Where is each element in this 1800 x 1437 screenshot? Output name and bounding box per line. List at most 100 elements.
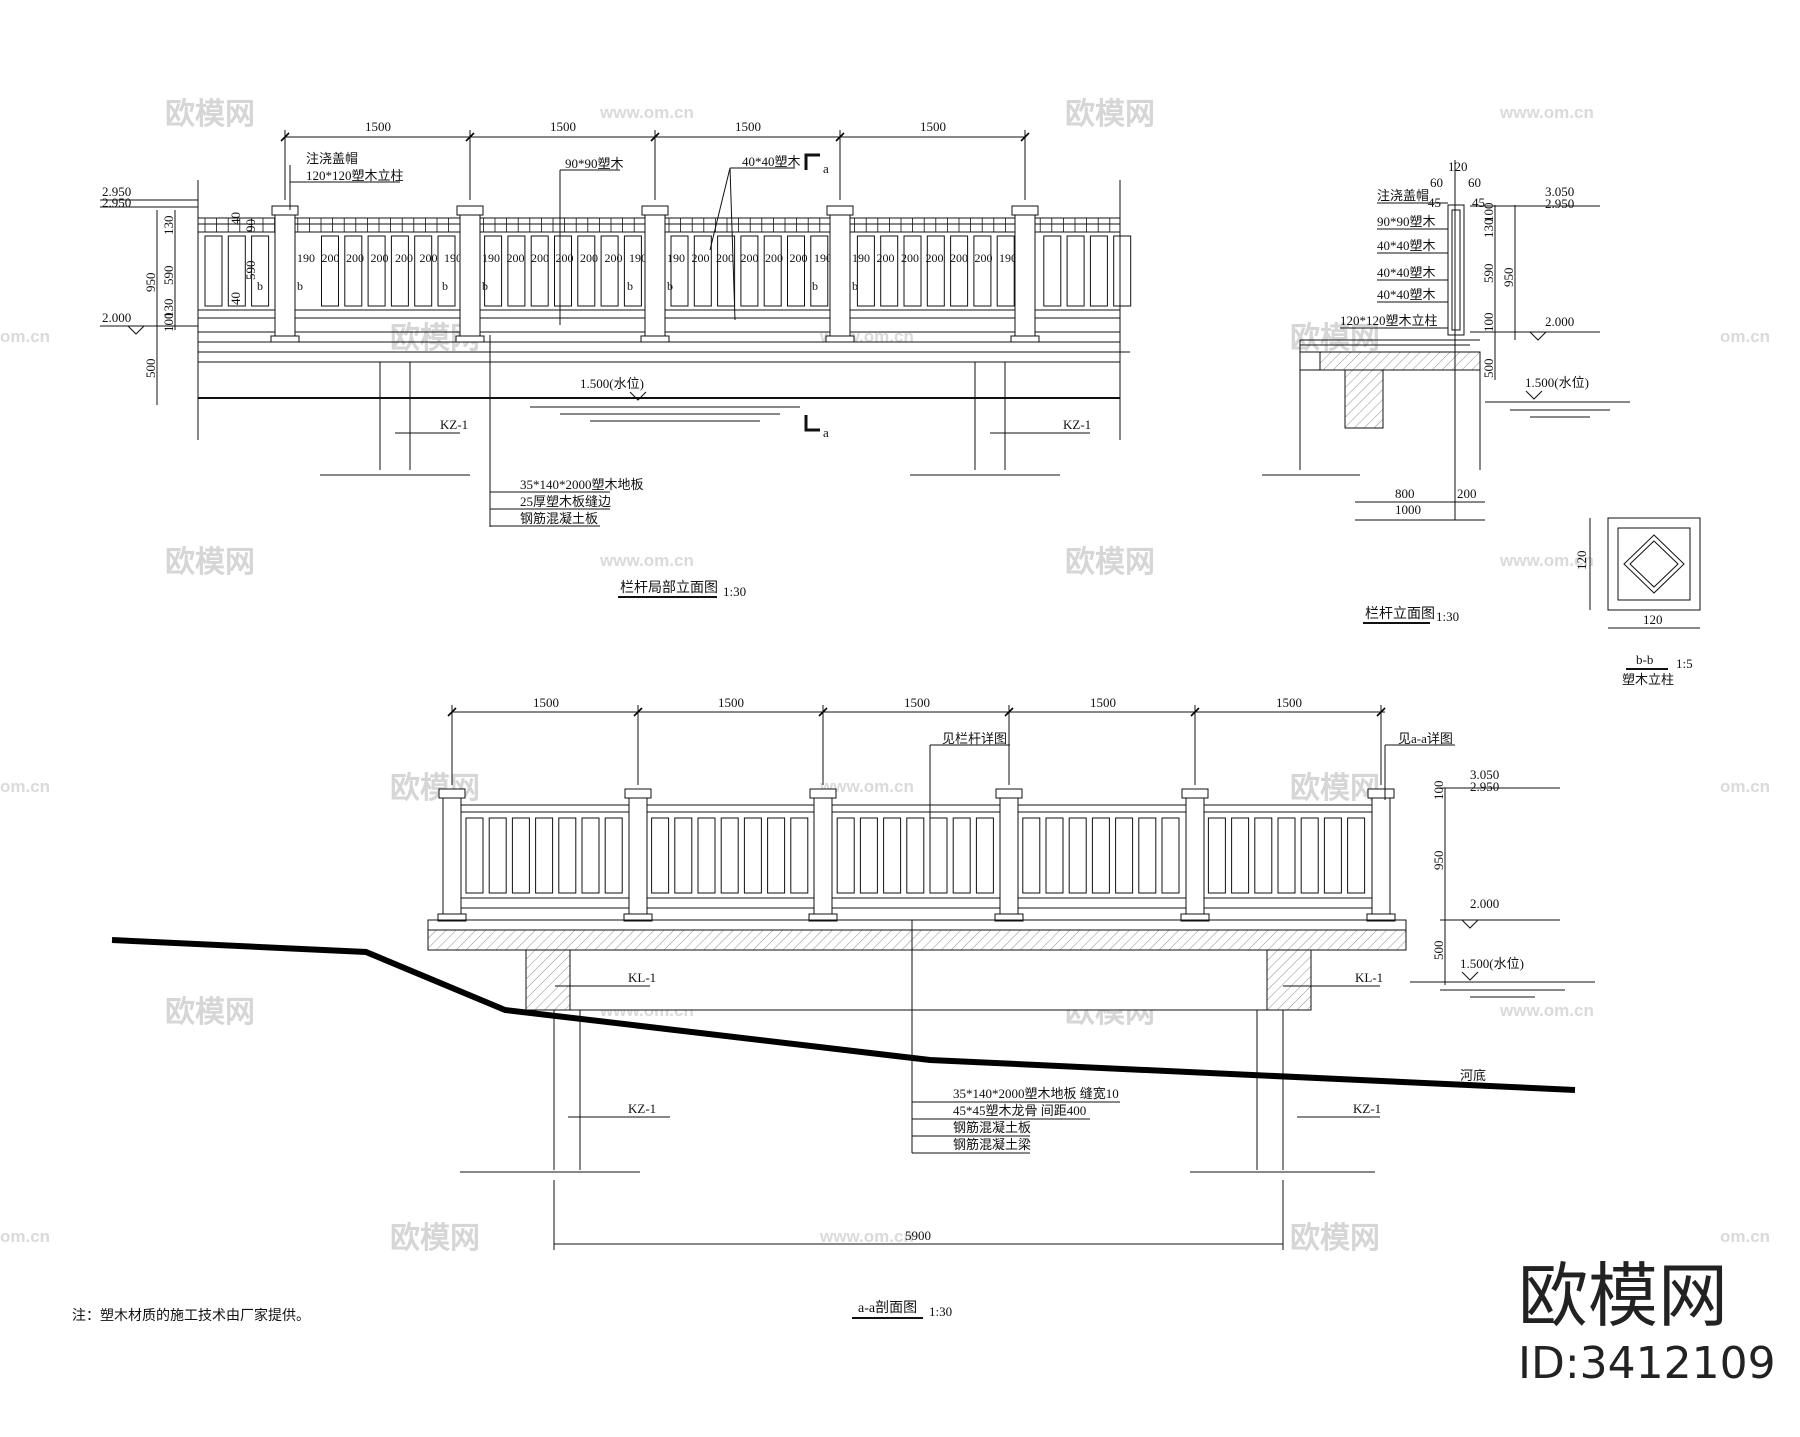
cut-mark: b	[627, 279, 633, 293]
post-base	[455, 335, 485, 343]
picket	[906, 817, 925, 894]
post-cap	[1181, 788, 1209, 799]
view-railing-elevation: 800 200 1000 1.500(水位) 3.050 2.950 2.000…	[1262, 159, 1630, 624]
post-cap	[624, 788, 652, 799]
dim-text: 45	[1472, 195, 1485, 210]
level-label: 2.950	[1545, 196, 1574, 211]
bay-dim: 200	[716, 251, 734, 265]
view-title: a-a剖面图	[858, 1300, 917, 1316]
picket	[929, 817, 948, 894]
bay-dim: 190	[297, 251, 315, 265]
picket	[880, 235, 899, 307]
dim-text: 1500	[735, 119, 761, 134]
bay-dim: 190	[444, 251, 462, 265]
dim-text: 130	[161, 216, 176, 236]
beam-label: KL-1	[1355, 970, 1383, 985]
picket	[623, 235, 642, 307]
watermark-brand: 欧模网	[1065, 546, 1155, 579]
dim-text: 1500	[533, 695, 559, 710]
picket	[717, 235, 736, 307]
post-base	[825, 335, 855, 343]
water-level-label: 1.500(水位)	[1525, 375, 1589, 390]
cut-mark: b	[257, 279, 263, 293]
picket	[743, 817, 762, 894]
layer-label: 35*140*2000塑木地板 缝宽10	[953, 1086, 1119, 1101]
watermark-brand: 欧模网	[165, 98, 255, 131]
dim-text: 1500	[904, 695, 930, 710]
dim-text: 1000	[1395, 502, 1421, 517]
dim-tick	[650, 132, 660, 142]
picket	[670, 235, 689, 307]
column-label: KZ-1	[1063, 417, 1091, 432]
picket	[1323, 817, 1342, 894]
picket	[1277, 817, 1296, 894]
dim-text: 1500	[550, 119, 576, 134]
dim-text: 500	[1431, 941, 1446, 961]
dim-text: 500	[1481, 359, 1496, 379]
watermark-url: www.om.cn	[1499, 1001, 1594, 1020]
picket	[787, 235, 805, 307]
layer-label: 45*45塑木龙骨 间距400	[953, 1103, 1086, 1118]
watermark-url: www.om.cn	[819, 777, 914, 796]
post	[1185, 796, 1205, 918]
picket	[465, 817, 484, 894]
picket	[507, 235, 526, 307]
picket	[856, 235, 875, 307]
level-label: 2.000	[1545, 314, 1574, 329]
label-post: 120*120塑木立柱	[306, 168, 404, 183]
picket	[720, 817, 739, 894]
post	[274, 213, 296, 339]
watermark-brand: 欧模网	[1065, 98, 1155, 131]
section-subtitle: 塑木立柱	[1622, 672, 1674, 687]
section-mark: a	[823, 161, 829, 176]
picket	[1091, 817, 1110, 894]
dim-text: 1500	[920, 119, 946, 134]
bay-dim: 200	[975, 251, 993, 265]
watermark-url: www.om.cn	[1499, 103, 1594, 122]
post-base	[808, 913, 838, 922]
column-label: KZ-1	[628, 1101, 656, 1116]
label: 40*40塑木	[1377, 238, 1436, 253]
post-base	[1180, 913, 1210, 922]
watermark-url: www.om.cn	[599, 103, 694, 122]
cut-mark: b	[297, 279, 303, 293]
watermark-url: om.cn	[1720, 1227, 1770, 1246]
post-cap	[1367, 788, 1395, 799]
label-rail: 90*90塑木	[565, 156, 624, 171]
post	[999, 796, 1019, 918]
dim-tick	[1190, 707, 1200, 717]
post-cap	[456, 205, 484, 216]
picket	[227, 235, 246, 307]
water-level-label: 1.500(水位)	[580, 376, 644, 391]
picket	[763, 235, 782, 307]
dim-text: 40	[228, 212, 243, 225]
picket	[810, 235, 829, 307]
column-label: KZ-1	[440, 417, 468, 432]
picket	[204, 235, 223, 307]
watermark-url: www.om.cn	[819, 1227, 914, 1246]
bay-dim: 190	[629, 251, 647, 265]
watermark-brand: 欧模网	[165, 546, 255, 579]
beam-label: KL-1	[628, 970, 656, 985]
picket	[1068, 817, 1087, 894]
picket	[367, 235, 386, 307]
watermark-url: www.om.cn	[1499, 551, 1594, 570]
dim-text: 130	[161, 299, 176, 319]
picket	[975, 817, 994, 894]
picket	[1300, 817, 1319, 894]
post-base	[994, 913, 1024, 922]
bay-dim: 200	[507, 251, 525, 265]
bay-dim: 200	[926, 251, 944, 265]
bay-dim: 200	[531, 251, 549, 265]
dim-tick	[1376, 707, 1386, 717]
dim-tick	[1004, 707, 1014, 717]
bay-dim: 200	[692, 251, 710, 265]
level-label: 3.050	[1470, 767, 1499, 782]
dim-text: 100	[1481, 313, 1496, 333]
level-label: 2.000	[1470, 896, 1499, 911]
dim-text: 60	[1468, 175, 1481, 190]
picket	[577, 235, 596, 307]
picket	[859, 817, 878, 894]
dim-tick	[1020, 132, 1030, 142]
picket	[1231, 817, 1250, 894]
